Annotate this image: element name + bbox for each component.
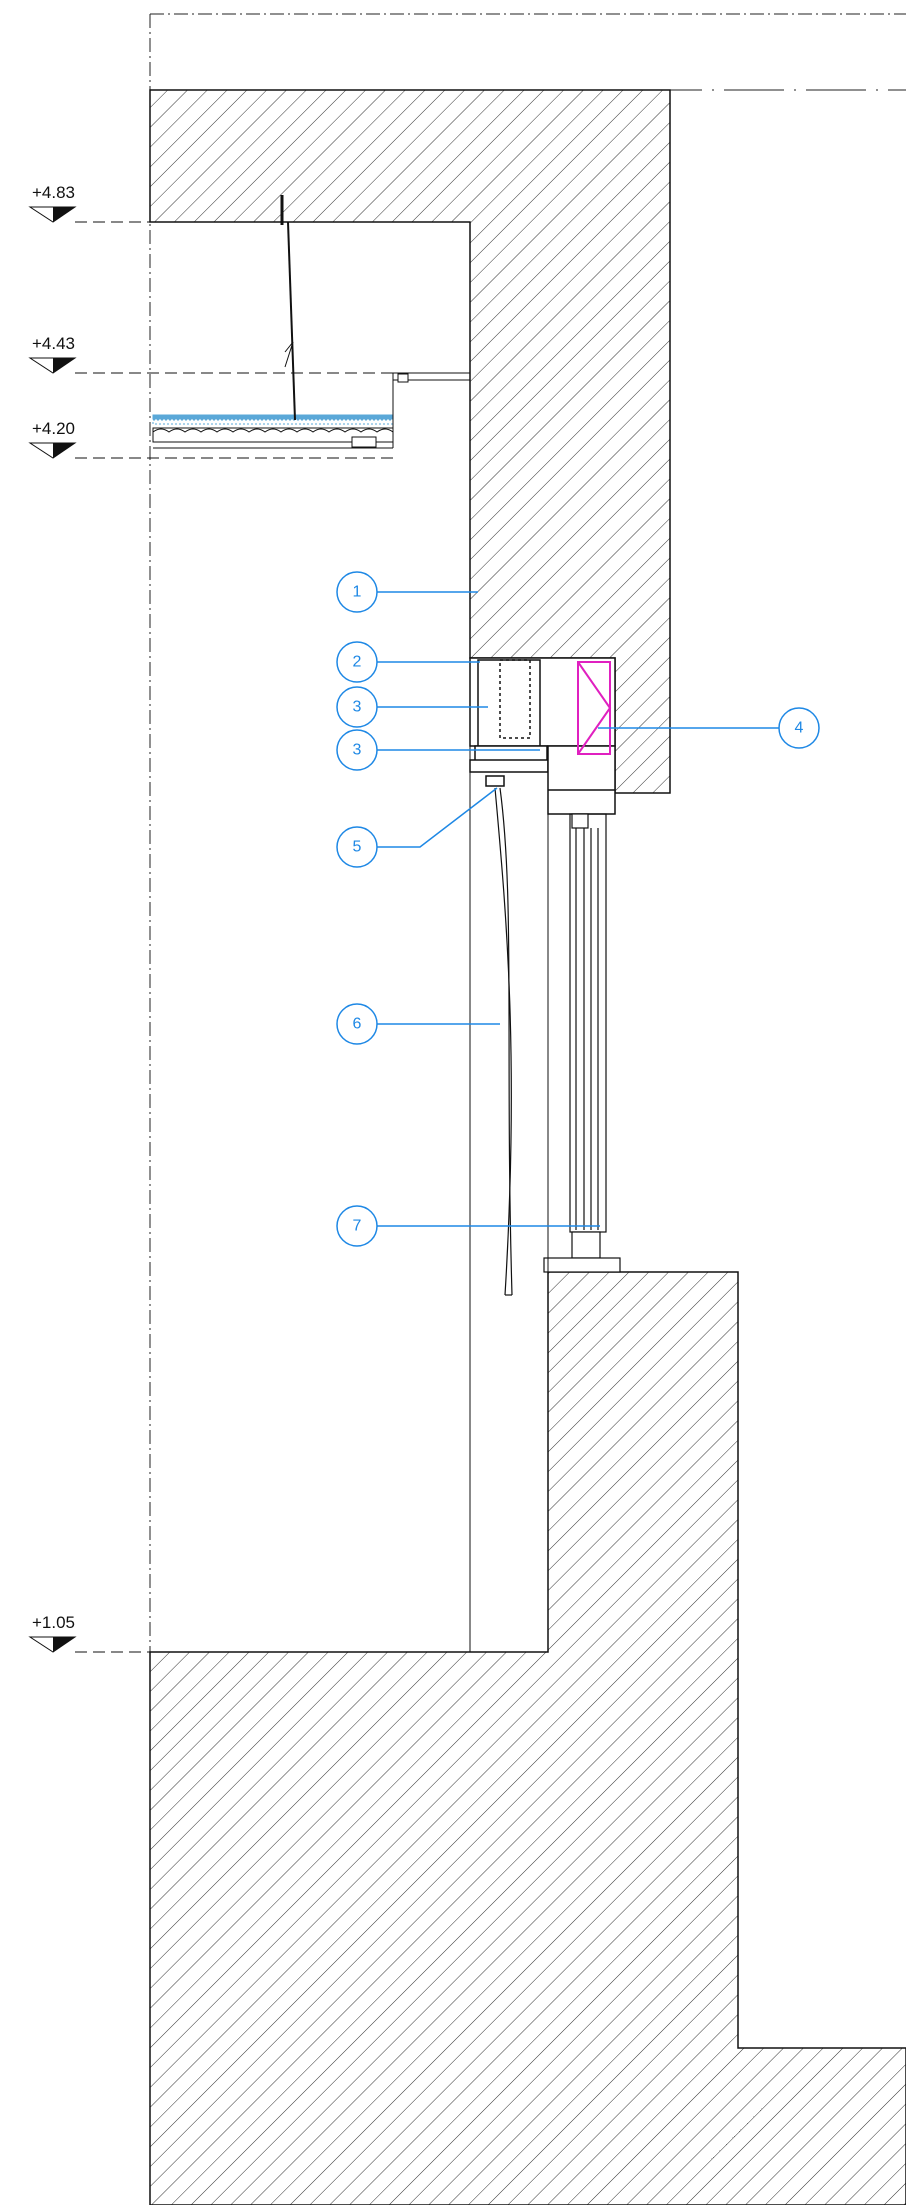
insulation-block: [577, 661, 612, 755]
callout-label-3a: 3: [353, 699, 362, 716]
window-head-assembly: [469, 657, 616, 815]
suspended-ceiling: [150, 195, 470, 449]
window-frame: [543, 813, 621, 1273]
level-label-420: +4.20: [32, 419, 75, 438]
level-marker-443: +4.43: [28, 334, 393, 374]
level-marker-420: +4.20: [28, 419, 393, 459]
wall-face-lines: [469, 222, 549, 1652]
level-marker-105: +1.05: [28, 1613, 150, 1653]
callout-1: 1: [336, 571, 478, 613]
level-label-105: +1.05: [32, 1613, 75, 1632]
callout-6: 6: [336, 1003, 500, 1045]
callout-label-5: 5: [353, 839, 362, 856]
callout-label-7: 7: [353, 1218, 362, 1235]
callout-label-2: 2: [353, 654, 362, 671]
lower-wall-hatch: [149, 1271, 906, 2205]
callout-label-4: 4: [795, 720, 804, 737]
callout-5: 5: [336, 787, 498, 868]
level-label-443: +4.43: [32, 334, 75, 353]
callout-7: 7: [336, 1205, 600, 1247]
callout-label-1: 1: [353, 584, 362, 601]
callout-4: 4: [598, 707, 820, 749]
callout-label-6: 6: [353, 1016, 362, 1033]
callout-3b: 3: [336, 729, 540, 771]
curtain: [494, 787, 513, 1296]
callout-3a: 3: [336, 686, 488, 728]
callout-2: 2: [336, 641, 480, 683]
callout-label-3b: 3: [353, 742, 362, 759]
level-marker-483: +4.83: [28, 183, 150, 223]
level-label-483: +4.83: [32, 183, 75, 202]
